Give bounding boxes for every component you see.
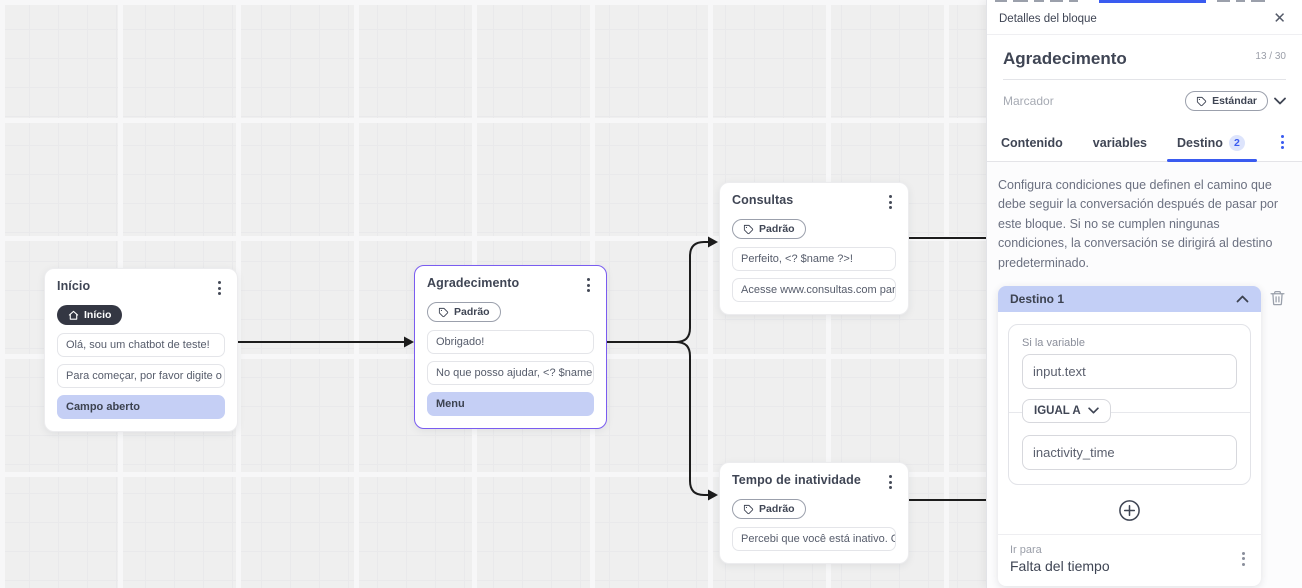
message-row-highlighted[interactable]: Menu — [427, 391, 594, 416]
destination-description: Configura condiciones que definen el cam… — [998, 178, 1279, 270]
message-row[interactable]: Obrigado! — [427, 329, 594, 354]
flow-canvas[interactable]: Início Início Olá, sou um chatbot de tes… — [0, 0, 986, 588]
message-row[interactable]: No que posso ajudar, <? $name ... — [427, 360, 594, 385]
node-title: Consultas — [732, 193, 794, 207]
flow-node-agradecimento[interactable]: Agradecimento Padrão Obrigado! No que po… — [414, 265, 607, 429]
panel-tabs: Contenido variables Destino 2 — [987, 123, 1302, 162]
block-name[interactable]: Agradecimento — [1003, 49, 1127, 68]
message-row-highlighted[interactable]: Campo aberto — [57, 394, 225, 419]
tag-icon — [743, 224, 754, 234]
destination-card: Destino 1 Si la variable IGUAL A — [998, 285, 1261, 586]
add-condition-icon[interactable] — [1118, 499, 1141, 522]
node-title: Tempo de inatividade — [732, 473, 861, 487]
name-char-counter: 13 / 30 — [1255, 51, 1286, 62]
flow-edges — [238, 236, 986, 501]
cutoff-toolbar — [987, 0, 1302, 7]
condition-variable-input[interactable] — [1022, 353, 1237, 389]
node-title: Agradecimento — [427, 276, 520, 290]
close-icon[interactable]: ✕ — [1273, 10, 1286, 27]
tab-destino[interactable]: Destino 2 — [1167, 129, 1257, 162]
node-title: Início — [57, 279, 91, 293]
node-type-badge: Início — [57, 305, 123, 325]
divider — [1003, 79, 1286, 80]
node-type-badge: Padrão — [732, 499, 806, 519]
cutoff-active-tab-underline — [1099, 0, 1206, 3]
message-row[interactable]: Para começar, por favor digite o ... — [57, 363, 225, 388]
panel-title: Detalles del bloque — [999, 12, 1097, 25]
block-details-panel: Detalles del bloque ✕ Agradecimento 13 /… — [986, 0, 1302, 588]
chevron-down-icon[interactable] — [1274, 97, 1286, 105]
tag-icon — [743, 504, 754, 514]
home-icon — [68, 310, 79, 320]
go-to-section: Ir para Falta del tiempo — [998, 533, 1261, 586]
tag-icon — [438, 307, 449, 317]
go-to-menu-icon[interactable] — [1238, 550, 1249, 568]
chevron-up-icon[interactable] — [1236, 295, 1249, 303]
condition-label: Si la variable — [1022, 336, 1085, 349]
tab-variables[interactable]: variables — [1092, 136, 1148, 150]
node-menu-icon[interactable] — [885, 193, 896, 211]
tag-icon — [1196, 96, 1207, 106]
tab-menu-icon[interactable] — [1277, 133, 1288, 151]
message-row[interactable]: Percebi que você está inativo. C... — [732, 526, 896, 551]
condition-box: Si la variable IGUAL A — [1008, 323, 1251, 485]
destination-header[interactable]: Destino 1 — [998, 285, 1261, 312]
chevron-down-icon — [1087, 407, 1099, 414]
node-menu-icon[interactable] — [885, 473, 896, 491]
trash-icon[interactable] — [1269, 289, 1286, 307]
marker-tag-select[interactable]: Estándar — [1185, 91, 1268, 111]
node-menu-icon[interactable] — [583, 276, 594, 294]
message-row[interactable]: Acesse www.consultas.com par... — [732, 277, 896, 302]
flow-node-tempo-inatividade[interactable]: Tempo de inatividade Padrão Percebi que … — [719, 462, 909, 564]
flow-node-consultas[interactable]: Consultas Padrão Perfeito, <? $name ?>! … — [719, 182, 909, 315]
condition-value-input[interactable] — [1022, 434, 1237, 470]
node-menu-icon[interactable] — [214, 279, 225, 297]
marker-label: Marcador — [1003, 94, 1054, 108]
message-row[interactable]: Perfeito, <? $name ?>! — [732, 246, 896, 271]
go-to-value[interactable]: Falta del tiempo — [1010, 557, 1110, 574]
go-to-label: Ir para — [1010, 543, 1042, 556]
node-type-badge: Padrão — [732, 219, 806, 239]
tab-contenido[interactable]: Contenido — [1001, 136, 1063, 150]
operator-select[interactable]: IGUAL A — [1022, 398, 1111, 423]
message-row[interactable]: Olá, sou um chatbot de teste! — [57, 332, 225, 357]
node-type-badge: Padrão — [427, 302, 501, 322]
destino-count-badge: 2 — [1228, 135, 1245, 151]
flow-node-inicio[interactable]: Início Início Olá, sou um chatbot de tes… — [44, 268, 238, 432]
